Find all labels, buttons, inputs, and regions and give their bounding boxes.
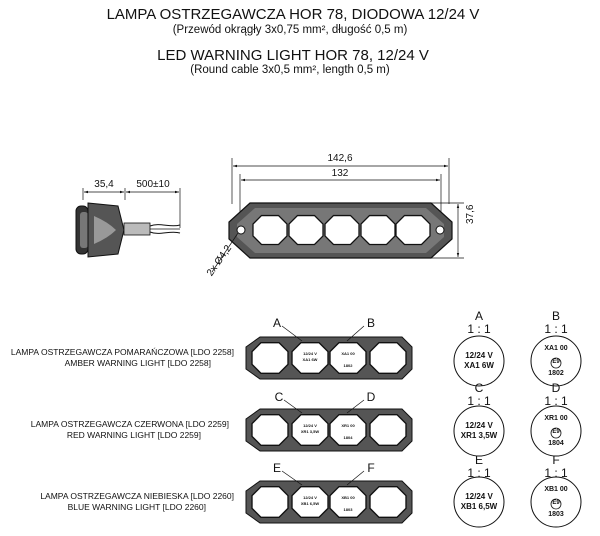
detail-b-line2: 1802 xyxy=(548,370,564,377)
variant-red-label-en: RED WARNING LIGHT [LDO 2259] xyxy=(66,430,201,440)
detail-c-letter: C xyxy=(474,381,484,395)
dim-height: 37,6 xyxy=(465,204,476,224)
detail-b-scale: 1 : 1 xyxy=(544,322,568,336)
dim-hole-spacing: 132 xyxy=(331,168,349,179)
detail-d-line2: 1804 xyxy=(548,440,564,447)
lamp-amber-print-3: XA1 00 xyxy=(341,351,355,356)
detail-c-line2: XR1 3,5W xyxy=(460,431,498,440)
variant-amber-label-pl: LAMPA OSTRZEGAWCZA POMARAŃCZOWA [LDO 225… xyxy=(10,347,234,357)
detail-e-line2: XB1 6,5W xyxy=(460,502,498,511)
detail-e-line1: 12/24 V xyxy=(465,492,493,501)
lamp-blue xyxy=(245,470,413,524)
detail-a-scale: 1 : 1 xyxy=(467,322,491,336)
detail-d-mark: E9 xyxy=(552,429,560,435)
lamp-amber-print-1: 12/24 V xyxy=(303,351,317,356)
detail-d-line1: XR1 00 xyxy=(544,415,568,422)
front-view xyxy=(211,158,464,273)
lamp-blue-print-1: 12/24 V xyxy=(303,495,317,500)
lamp-blue-print-4: 1803 xyxy=(343,507,353,512)
detail-f-letter: F xyxy=(552,453,560,467)
lamp-blue-print-2: XB1 6,5W xyxy=(300,501,320,506)
detail-a-letter: A xyxy=(474,309,484,323)
detail-f-scale: 1 : 1 xyxy=(544,466,568,480)
detail-a-line2: XA1 6W xyxy=(464,361,494,370)
detail-c-line1: 12/24 V xyxy=(465,421,493,430)
lamp-red-print-3: XR1 00 xyxy=(341,423,355,428)
detail-e-letter: E xyxy=(474,453,484,467)
subtitle-en: (Round cable 3x0,5 mm², length 0,5 m) xyxy=(190,64,390,76)
title-pl: LAMPA OSTRZEGAWCZA HOR 78, DIODOWA 12/24… xyxy=(106,6,480,23)
lamp-red xyxy=(245,399,413,452)
dim-overall-width: 142,6 xyxy=(327,153,353,164)
dim-side-depth: 35,4 xyxy=(94,179,114,190)
lamp-red-print-2: XR1 3,5W xyxy=(300,429,320,434)
lamp-blue-print-3: XB1 00 xyxy=(341,495,355,500)
detail-b-line1: XA1 00 xyxy=(544,345,568,352)
side-view xyxy=(75,188,181,258)
lamp-red-print-1: 12/24 V xyxy=(303,423,317,428)
callout-a: A xyxy=(272,316,282,330)
callout-b: B xyxy=(366,316,376,330)
lamp-red-print-4: 1804 xyxy=(343,435,353,440)
lamp-amber-print-2: XA1 6W xyxy=(302,357,318,362)
callout-f: F xyxy=(367,461,375,475)
detail-b-mark: E9 xyxy=(552,359,560,365)
title-en: LED WARNING LIGHT HOR 78, 12/24 V xyxy=(157,47,429,64)
detail-d-letter: D xyxy=(551,381,561,395)
detail-d-scale: 1 : 1 xyxy=(544,394,568,408)
callout-e: E xyxy=(272,461,282,475)
detail-b-letter: B xyxy=(551,309,561,323)
variant-red-label-pl: LAMPA OSTRZEGAWCZA CZERWONA [LDO 2259] xyxy=(30,419,229,429)
subtitle-pl: (Przewód okrągły 3x0,75 mm², długość 0,5… xyxy=(172,24,408,36)
detail-f-line1: XB1 00 xyxy=(544,486,568,493)
variant-amber-label-en: AMBER WARNING LIGHT [LDO 2258] xyxy=(64,358,211,368)
variant-blue-label-pl: LAMPA OSTRZEGAWCZA NIEBIESKA [LDO 2260] xyxy=(40,491,234,501)
callout-c: C xyxy=(274,390,284,404)
lamp-amber-print-4: 1802 xyxy=(343,363,353,368)
detail-f-line2: 1803 xyxy=(548,511,564,518)
variant-blue-label-en: BLUE WARNING LIGHT [LDO 2260] xyxy=(67,502,206,512)
e-mark-icons xyxy=(550,357,562,510)
dim-cable-length: 500±10 xyxy=(136,179,170,190)
detail-circles xyxy=(453,335,582,528)
detail-a-line1: 12/24 V xyxy=(465,351,493,360)
lamp-amber xyxy=(245,325,413,380)
callout-d: D xyxy=(366,390,376,404)
detail-f-mark: E9 xyxy=(552,500,560,506)
detail-c-scale: 1 : 1 xyxy=(467,394,491,408)
detail-e-scale: 1 : 1 xyxy=(467,466,491,480)
